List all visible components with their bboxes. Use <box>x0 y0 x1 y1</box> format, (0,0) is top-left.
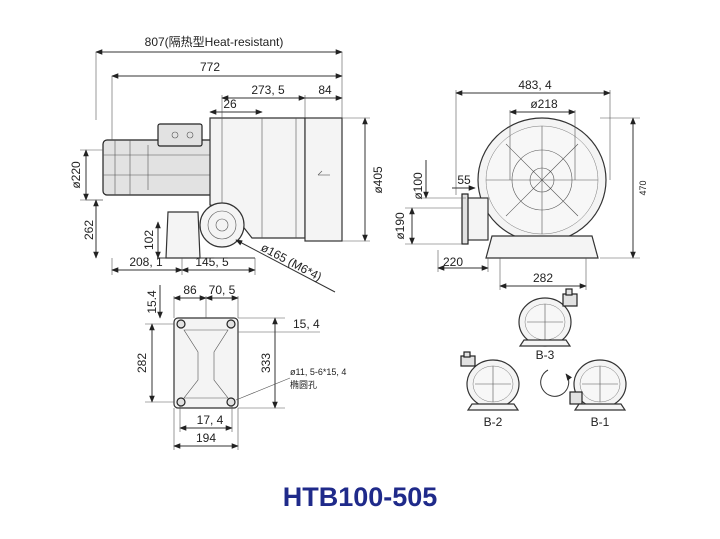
orientation-b3: B-3 <box>518 288 578 362</box>
dim-h262: 262 <box>82 220 96 240</box>
base-front <box>485 235 599 259</box>
dim-total: 772 <box>200 60 220 74</box>
dim-w282: 282 <box>533 271 553 285</box>
dim-h333: 333 <box>259 353 273 373</box>
dim-w220: 220 <box>443 255 463 269</box>
dim-hole: ø11, 5-6*15, 4 <box>290 367 346 377</box>
dim-phi405: ø405 <box>371 166 385 194</box>
dim-hole-cn: 椭圆孔 <box>290 379 317 390</box>
dim-w145: 145, 5 <box>195 255 229 269</box>
dim-len-84: 84 <box>318 83 332 97</box>
view-label-b3: B-3 <box>536 348 555 362</box>
outlet-flange <box>199 202 245 248</box>
base-view: 15.4 86 70, 5 15, 4 282 333 ø11, 5-6*15,… <box>135 283 346 450</box>
dim-h470: 470 <box>638 180 648 195</box>
dim-h282: 282 <box>135 353 149 373</box>
outlet-pipe <box>465 197 489 241</box>
dim-w483: 483, 4 <box>518 78 552 92</box>
base-plate <box>173 317 239 409</box>
dim-len-26: 26 <box>223 97 237 111</box>
dim-w70: 70, 5 <box>209 283 236 297</box>
side-view: 807(隔热型Heat-resistant) 772 273, 5 84 26 … <box>69 35 385 293</box>
orientation-b2: B-2 <box>460 351 520 429</box>
dim-phi100: ø100 <box>411 172 425 200</box>
view-label-b1: B-1 <box>591 415 610 429</box>
orientation-b1: B-1 <box>569 359 627 429</box>
dim-len-273: 273, 5 <box>251 83 285 97</box>
front-view: 483, 4 ø218 470 ø100 55 ø190 220 282 <box>393 78 648 290</box>
dim-flange: ø165 (M6*4) <box>259 240 324 284</box>
dim-t15b: 15, 4 <box>293 317 320 331</box>
dim-w194: 194 <box>196 431 216 445</box>
dim-w17: 17, 4 <box>197 413 224 427</box>
dim-w86: 86 <box>183 283 197 297</box>
dim-w55: 55 <box>457 173 471 187</box>
dim-t15a: 15.4 <box>145 290 159 314</box>
dim-phi190: ø190 <box>393 212 407 240</box>
motor-body <box>102 139 218 196</box>
dim-h102: 102 <box>142 230 156 250</box>
terminal-box <box>157 123 203 147</box>
dim-phi220: ø220 <box>69 161 83 189</box>
dim-total-heat: 807(隔热型Heat-resistant) <box>145 35 284 49</box>
dim-w208: 208, 1 <box>129 255 163 269</box>
dim-phi218: ø218 <box>530 97 558 111</box>
model-title: HTB100-505 <box>282 482 438 512</box>
inlet-cover <box>304 117 343 242</box>
rotation-arrow <box>540 369 572 397</box>
base-side <box>165 211 201 259</box>
view-label-b2: B-2 <box>484 415 503 429</box>
